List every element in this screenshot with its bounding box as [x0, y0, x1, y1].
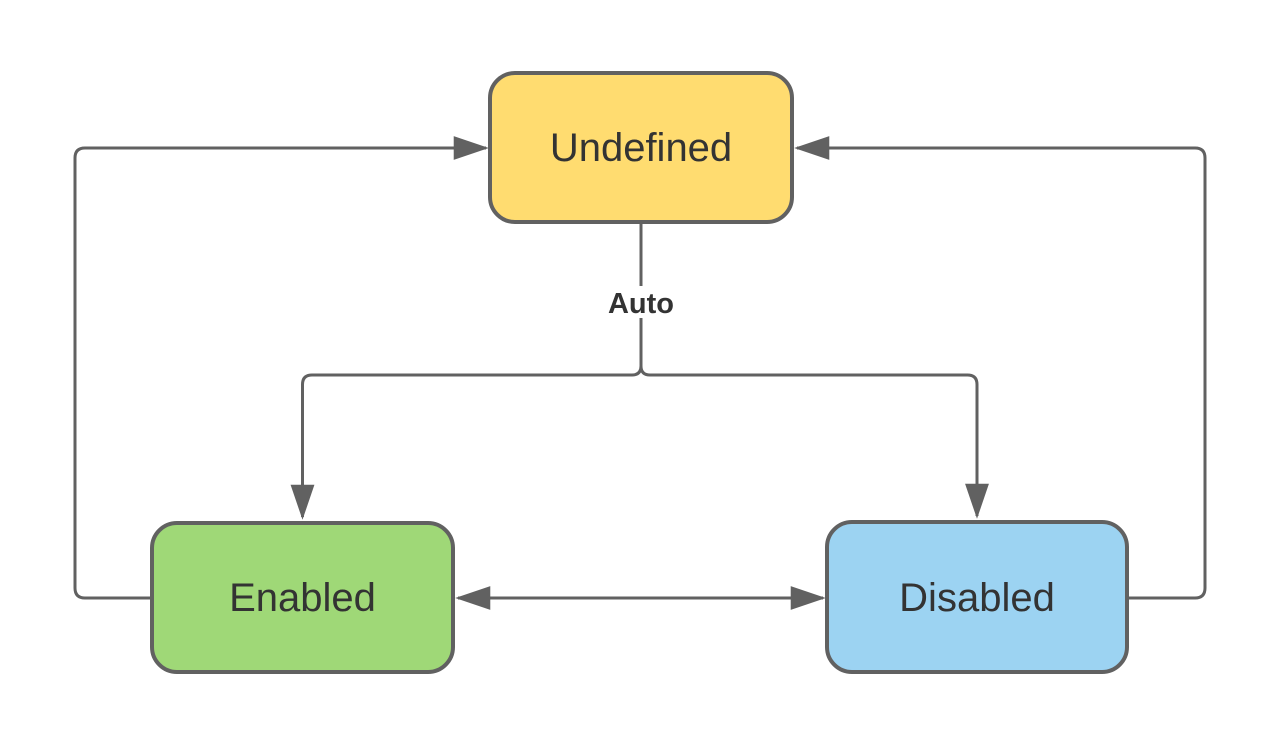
edge-label-auto: Auto [608, 288, 674, 320]
node-enabled-label: Enabled [229, 576, 376, 620]
node-undefined-label: Undefined [550, 126, 732, 170]
edge-undefined-to-disabled [639, 318, 989, 519]
node-enabled: Enabled [150, 521, 455, 674]
edge-undefined-to-enabled [290, 318, 643, 520]
node-disabled-label: Disabled [899, 576, 1055, 620]
edge-layer [73, 136, 1207, 610]
node-enabled-shape [150, 521, 455, 674]
edge-enabled-to-undefined [73, 136, 489, 600]
node-disabled: Disabled [825, 520, 1129, 674]
node-undefined-shape [488, 71, 794, 224]
edge-disabled-to-undefined [794, 136, 1207, 600]
node-undefined: Undefined [488, 71, 794, 224]
node-disabled-shape [825, 520, 1129, 674]
